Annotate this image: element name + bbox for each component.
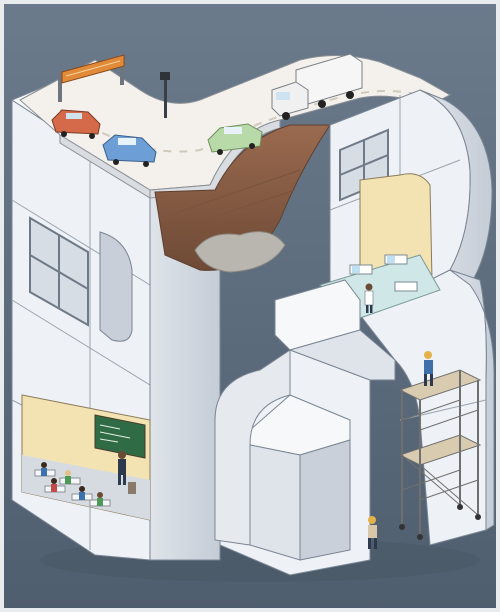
teacher-icon xyxy=(118,451,126,485)
classroom-cutaway xyxy=(21,394,151,521)
window-icon xyxy=(29,216,89,327)
car-icon xyxy=(207,123,263,155)
worker-icon xyxy=(424,351,433,386)
sign-gantry xyxy=(58,54,125,102)
earth-cutaway xyxy=(154,124,331,273)
student-desks xyxy=(34,462,111,507)
worker-icon xyxy=(368,516,377,549)
scaffolding xyxy=(398,369,482,540)
car-icon xyxy=(102,134,157,167)
car-icon xyxy=(51,109,101,139)
doctor-icon xyxy=(364,283,374,313)
middle-block xyxy=(214,279,396,576)
truck-icon xyxy=(271,53,363,120)
street-lamp-icon xyxy=(160,72,170,118)
